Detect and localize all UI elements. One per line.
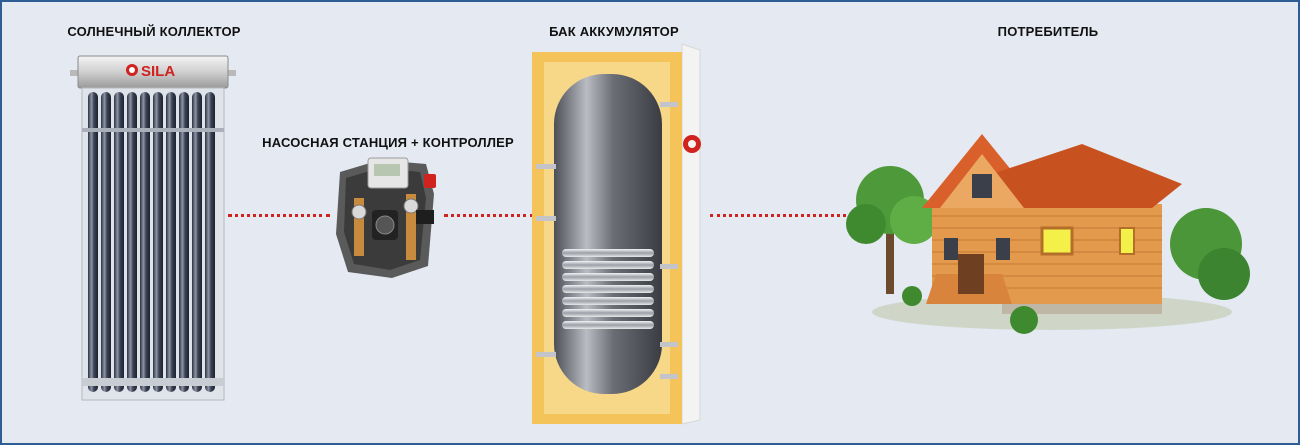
tank-label: БАК АККУМУЛЯТОР bbox=[549, 24, 679, 39]
tree-left-icon bbox=[846, 166, 938, 294]
connector-pump-tank bbox=[444, 214, 534, 217]
consumer-label: ПОТРЕБИТЕЛЬ bbox=[997, 24, 1099, 39]
heat-exchanger-coil-icon bbox=[562, 249, 654, 329]
sun-logo-icon bbox=[683, 135, 701, 153]
pump-station-label: НАСОСНАЯ СТАНЦИЯ + КОНТРОЛЛЕР bbox=[262, 135, 514, 150]
accumulator-tank-image bbox=[532, 43, 701, 425]
consumer-house-image bbox=[846, 134, 1250, 334]
connector-collector-pump bbox=[228, 214, 330, 217]
tree-right-icon bbox=[1170, 208, 1250, 300]
collector-brand: SILA bbox=[141, 63, 175, 80]
pump-station-image bbox=[336, 157, 436, 278]
solar-collector-image: SILA bbox=[70, 55, 236, 401]
sun-logo-icon bbox=[126, 64, 138, 76]
collector-label: СОЛНЕЧНЫЙ КОЛЛЕКТОР bbox=[67, 24, 241, 39]
connector-tank-house bbox=[710, 214, 846, 217]
